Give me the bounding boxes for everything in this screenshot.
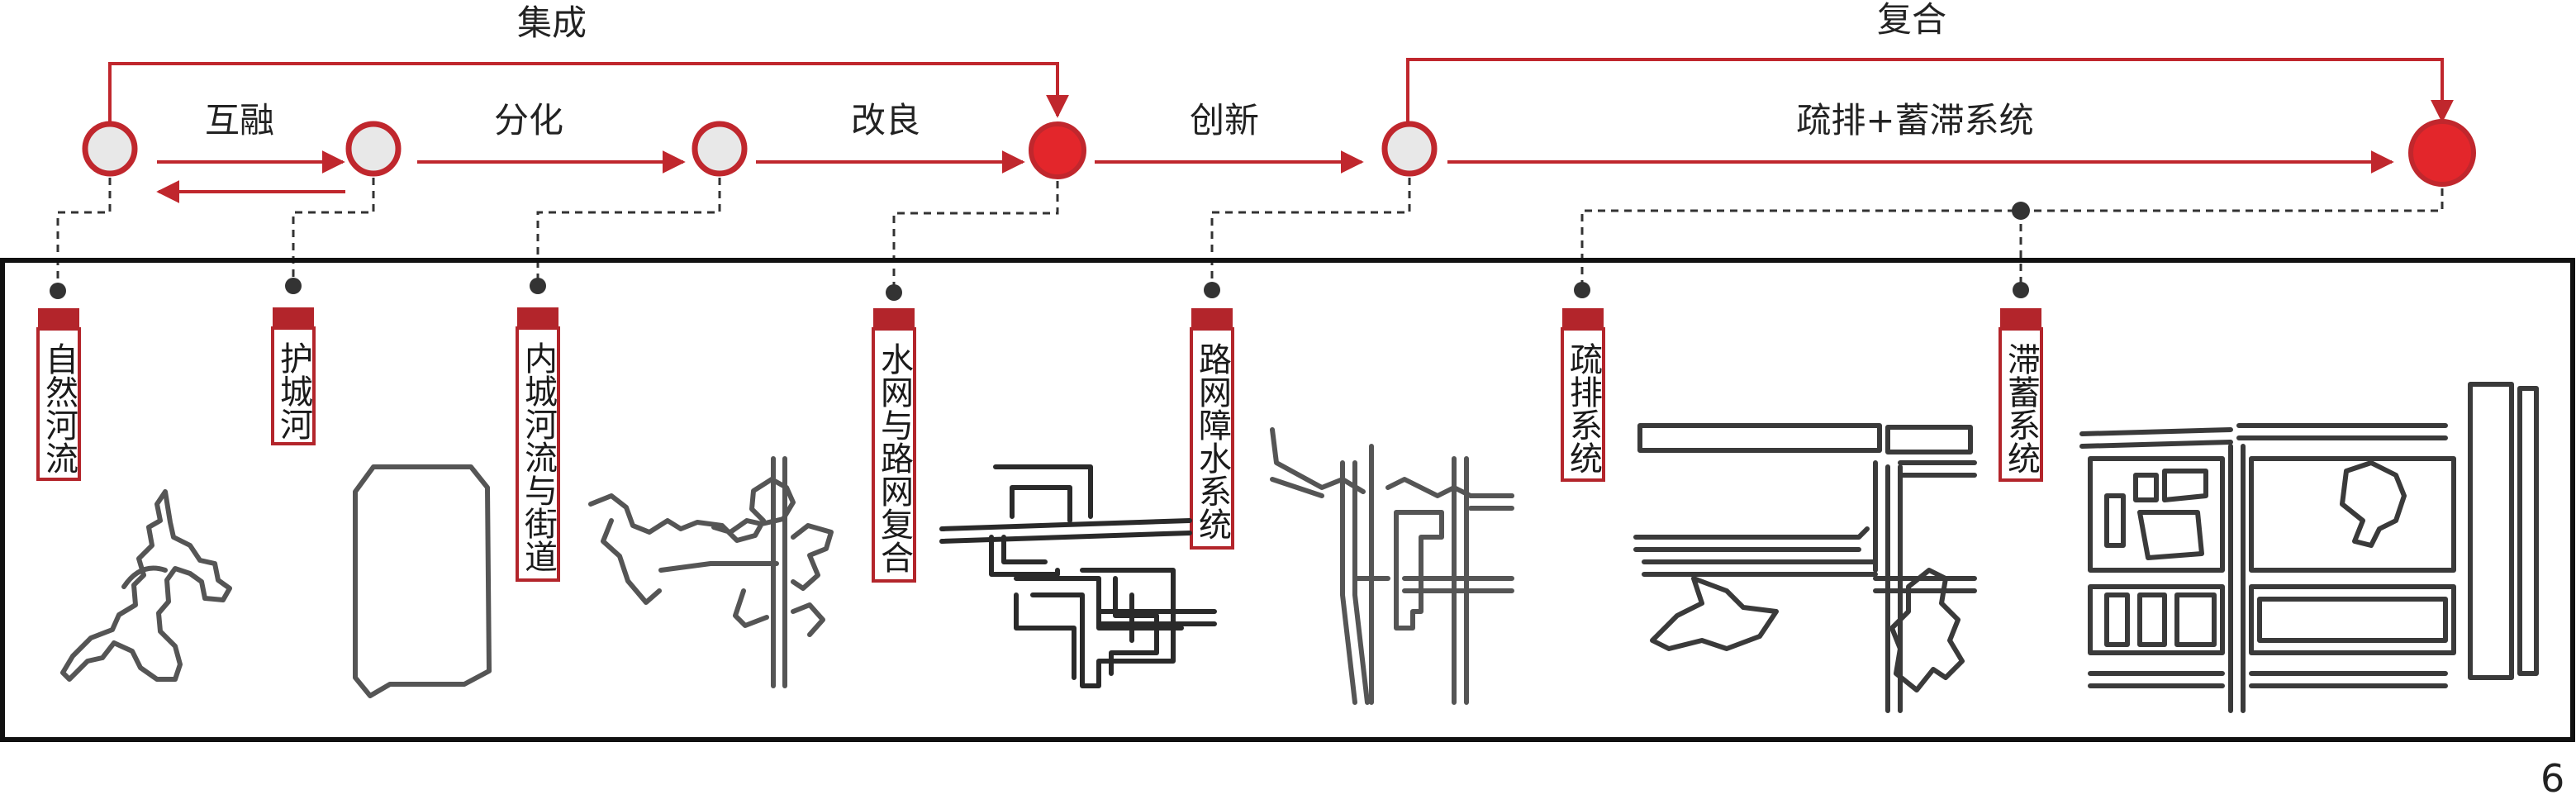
node-drainage-retention bbox=[2408, 119, 2476, 187]
svg-text:路网障水系统: 路网障水系统 bbox=[1193, 342, 1231, 540]
stage-label-innovation: 创新 bbox=[1190, 100, 1259, 140]
drainage-system-sketch bbox=[1633, 423, 1977, 713]
integration-bracket: 集成 bbox=[108, 2, 1069, 124]
svg-text:水网与路网复合: 水网与路网复合 bbox=[875, 342, 913, 573]
natural-river-sketch bbox=[60, 489, 232, 682]
stage-label-drainage-retention: 疏排+蓄滞系统 bbox=[1796, 100, 2033, 140]
svg-text:疏排系统: 疏排系统 bbox=[1564, 342, 1602, 474]
node-road-barrier bbox=[1381, 121, 1438, 177]
svg-text:自然河流: 自然河流 bbox=[40, 342, 78, 474]
svg-text:内城河流与街道: 内城河流与街道 bbox=[519, 341, 558, 573]
svg-text:滞蓄系统: 滞蓄系统 bbox=[2002, 342, 2040, 474]
phase-label-water-road-composite: 水网与路网复合 bbox=[872, 308, 916, 583]
phase-label-drainage: 疏排系统 bbox=[1561, 308, 1605, 482]
stage-label-fusion: 互融 bbox=[205, 100, 274, 140]
dashed-connectors bbox=[56, 178, 2444, 291]
inner-river-sketch bbox=[588, 456, 834, 688]
illustration-frame bbox=[0, 258, 2575, 742]
svg-text:护城河: 护城河 bbox=[274, 341, 312, 440]
phase-label-inner-river: 内城河流与街道 bbox=[516, 307, 560, 582]
phase-label-retention: 滞蓄系统 bbox=[1999, 308, 2043, 482]
phase-label-natural-river: 自然河流 bbox=[36, 308, 81, 481]
node-water-road-composite bbox=[1029, 121, 1086, 179]
water-road-sketch bbox=[939, 464, 1217, 688]
road-barrier-sketch bbox=[1270, 427, 1514, 705]
moat-sketch bbox=[353, 464, 492, 698]
page-number: 6 bbox=[2540, 756, 2564, 801]
group-label-integration: 集成 bbox=[517, 2, 587, 43]
timeline-arrows bbox=[156, 150, 2394, 203]
node-inner-river bbox=[692, 121, 748, 177]
phase-label-road-barrier: 路网障水系统 bbox=[1190, 308, 1234, 550]
node-natural-river bbox=[82, 121, 138, 177]
stage-label-differentiation: 分化 bbox=[494, 100, 563, 140]
phase-label-moat: 护城河 bbox=[271, 307, 316, 445]
connector-dots bbox=[50, 202, 2030, 301]
group-label-composite: 复合 bbox=[1877, 0, 1946, 40]
node-moat bbox=[345, 121, 402, 177]
composite-bracket: 复合 bbox=[1406, 0, 2454, 124]
timeline-nodes bbox=[82, 119, 2476, 187]
retention-system-sketch bbox=[2079, 382, 2539, 713]
stage-label-improvement: 改良 bbox=[851, 100, 920, 140]
